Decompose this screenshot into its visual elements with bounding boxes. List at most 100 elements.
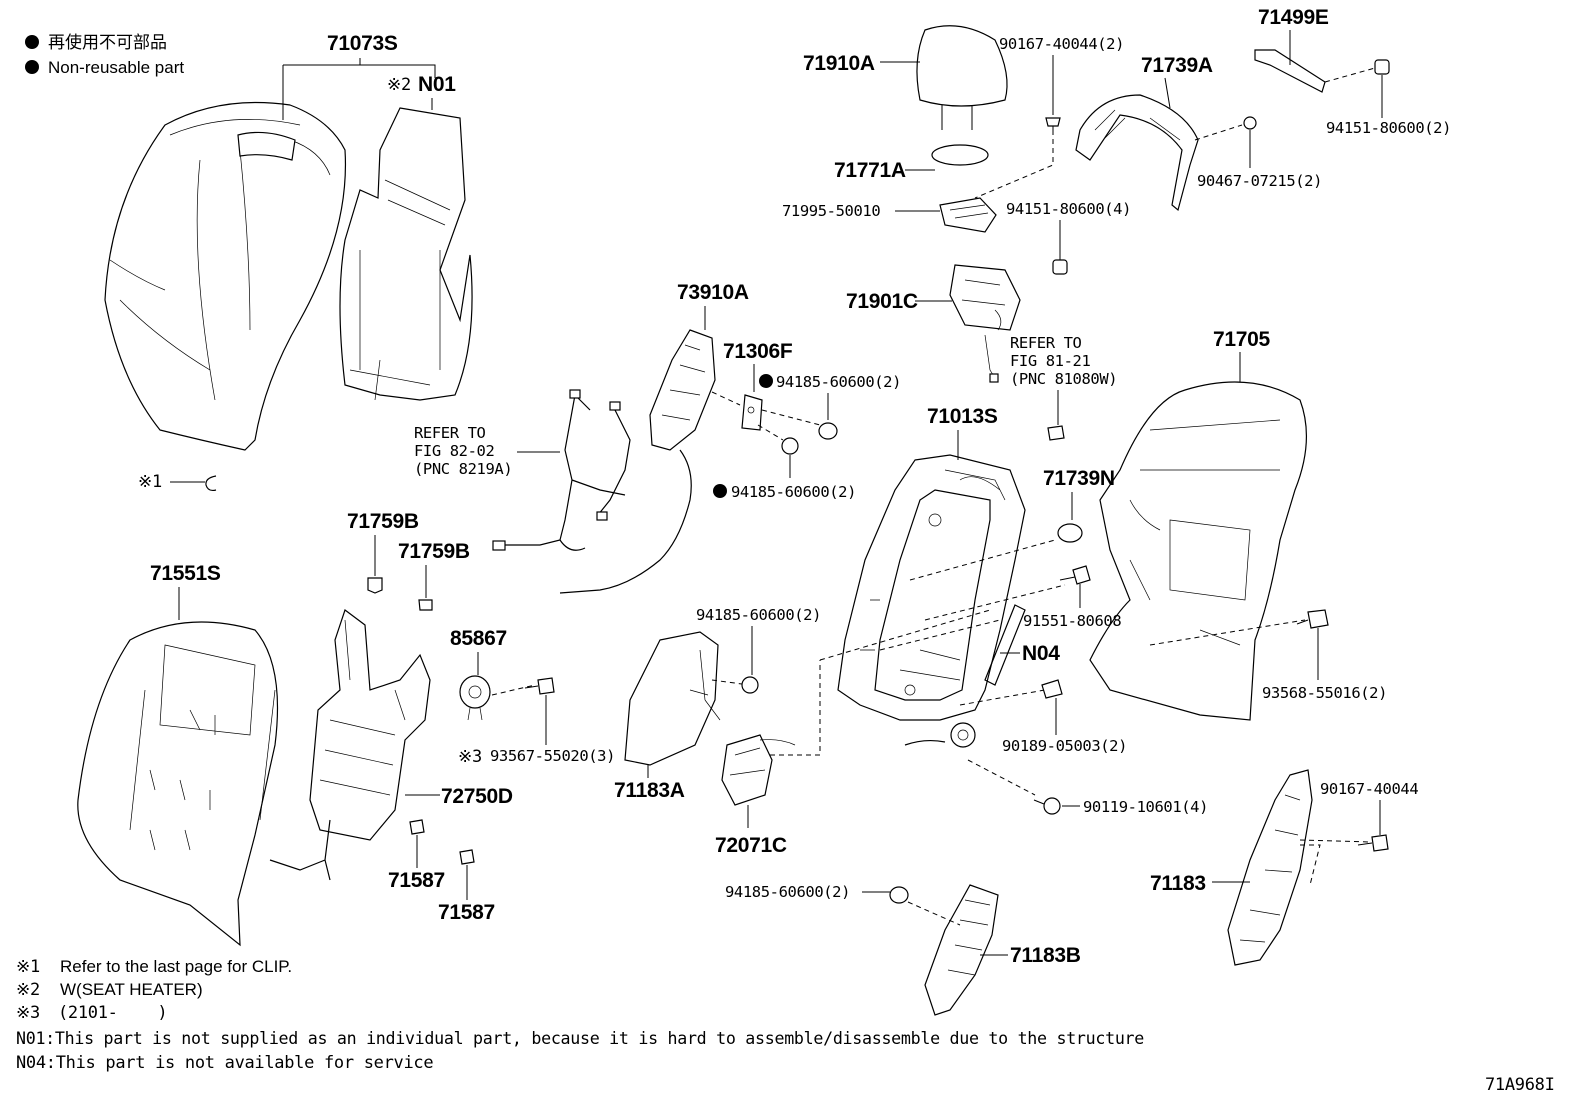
part-number-71739N: 71739N	[1043, 467, 1115, 490]
part-number-85867: 85867	[450, 627, 507, 650]
note1-mark: ※1	[16, 957, 40, 977]
note-N04: N04:This part is not available for servi…	[16, 1053, 433, 1073]
nut-90467-icon	[1243, 116, 1257, 130]
dash-frame-4	[959, 689, 1046, 706]
part-number-90467-07215-2: 90467-07215(2)	[1197, 172, 1322, 190]
part-number-71705: 71705	[1213, 328, 1271, 351]
part-number-71587-a: 71587	[388, 869, 445, 892]
part-number-94151-80600-2: 94151-80600(2)	[1326, 119, 1451, 137]
note-mark-2: ※2	[387, 75, 411, 95]
part-number-94185-60600-2-d: 94185-60600(2)	[725, 883, 850, 901]
trim-71499E-drawing	[1254, 49, 1326, 93]
nut-94185-c-icon	[741, 676, 759, 694]
headrest-drawing	[916, 25, 1008, 130]
clip-mark: ※1	[138, 472, 162, 492]
ref2-line3: (PNC 81080W)	[1010, 370, 1117, 388]
non-reusable-dot-icon	[25, 60, 39, 74]
dash-72071C	[770, 660, 821, 756]
part-number-71587-b: 71587	[438, 901, 495, 924]
clip-90189-icon	[1041, 679, 1063, 699]
part-number-71013S: 71013S	[927, 405, 998, 428]
back-board-71705-drawing	[1089, 381, 1307, 721]
ref1-line2: FIG 82-02	[414, 442, 494, 460]
part-number-71306F: 71306F	[723, 340, 793, 363]
legend: 再使用不可部品 Non-reusable part	[25, 32, 184, 77]
lead-71739A	[1164, 77, 1171, 109]
part-number-94185-60600-2-c: 94185-60600(2)	[696, 606, 821, 624]
heater-72750D-drawing	[269, 609, 431, 881]
dash-frame-1	[909, 539, 1056, 581]
clip-71739N-icon	[1057, 523, 1083, 543]
part-number-94185-60600-2-b: 94185-60600(2)	[731, 483, 856, 501]
bracket-71739A-drawing	[1075, 94, 1199, 212]
dash-frame-3	[819, 609, 1001, 661]
nut-94185-d-icon	[889, 886, 909, 904]
dash-frame-5	[967, 759, 1036, 796]
non-reusable-dot-icon	[25, 35, 39, 49]
part-number-73910A: 73910A	[677, 281, 749, 304]
ref-fig-81-21: REFER TO FIG 81-21 (PNC 81080W)	[1010, 334, 1118, 388]
note-mark-3: ※3	[458, 747, 482, 767]
part-number-90189-05003-2: 90189-05003(2)	[1002, 737, 1127, 755]
headrest-guide-drawing	[939, 197, 997, 233]
part-number-71901C: 71901C	[846, 290, 918, 313]
dash-71183B	[907, 901, 961, 926]
module-85867-drawing	[459, 675, 491, 721]
rod-N04-drawing	[984, 604, 1026, 686]
nut-94151-4-icon	[1052, 259, 1068, 275]
cap-71587-b-icon	[459, 849, 475, 865]
part-number-N04: N04	[1022, 642, 1060, 665]
part-number-71551S: 71551S	[150, 562, 221, 585]
part-number-94185-60600-2-a: 94185-60600(2)	[776, 373, 901, 391]
nut-94185-b-icon	[781, 437, 799, 455]
part-number-71910A: 71910A	[803, 52, 875, 75]
part-number-72750D: 72750D	[441, 785, 513, 808]
bracket-71306F-drawing	[741, 394, 763, 431]
ref2-line2: FIG 81-21	[1010, 352, 1090, 370]
part-number-94151-80600-4: 94151-80600(4)	[1006, 200, 1131, 218]
headrest-support-drawing	[931, 144, 989, 166]
screw-93567-icon	[524, 677, 555, 695]
ref1-line1: REFER TO	[414, 424, 486, 442]
clip-93568-icon	[1296, 609, 1329, 629]
part-number-90167-40044: 90167-40044	[1320, 780, 1418, 798]
seatback-heater-drawing	[339, 107, 473, 401]
note3-mark: ※3	[16, 1003, 40, 1023]
connector-ref2	[1047, 425, 1065, 441]
dash-71499E	[1324, 67, 1376, 83]
non-reusable-dot-icon	[713, 484, 727, 498]
part-number-90119-10601-4: 90119-10601(4)	[1083, 798, 1208, 816]
bolt-91551-icon	[1059, 565, 1091, 585]
wire-harness-drawing	[492, 389, 631, 551]
note2: W(SEAT HEATER)	[60, 980, 203, 999]
bolt-90119-icon	[1033, 797, 1061, 815]
cap-71759B-b-icon	[418, 599, 433, 611]
legend-jp: 再使用不可部品	[48, 32, 167, 52]
part-number-91551-80608: 91551-80608	[1023, 612, 1121, 630]
cover-71183B-drawing	[924, 884, 999, 1016]
mechanism-71901C-drawing	[949, 264, 1021, 383]
part-number-71499E: 71499E	[1258, 6, 1329, 29]
part-number-71995-50010: 71995-50010	[782, 202, 880, 220]
cover-71183A-drawing	[624, 631, 721, 766]
ref2-line1: REFER TO	[1010, 334, 1082, 352]
motor-72071C-drawing	[721, 734, 796, 806]
screw-90167-icon	[1045, 117, 1061, 134]
dash-71739A	[1194, 124, 1243, 141]
part-number-71073S: 71073S	[327, 32, 398, 55]
dash-frame-2	[924, 584, 1066, 621]
dash-85867	[491, 684, 536, 696]
note-N01: N01:This part is not supplied as an indi…	[16, 1029, 1144, 1049]
airbag-73910A-drawing	[559, 329, 716, 594]
dash-headrest	[974, 130, 1054, 199]
ref1-line3: (PNC 8219A)	[414, 460, 512, 478]
nut-94185-a-icon	[818, 422, 838, 440]
part-number-N01: N01	[418, 73, 456, 96]
part-number-71183: 71183	[1150, 872, 1206, 895]
part-number-71771A: 71771A	[834, 159, 906, 182]
part-number-71759B-b: 71759B	[398, 540, 470, 563]
dash-airbag	[711, 391, 741, 406]
dash-71306F	[757, 409, 821, 441]
seat-cover-71551S-drawing	[77, 621, 279, 947]
